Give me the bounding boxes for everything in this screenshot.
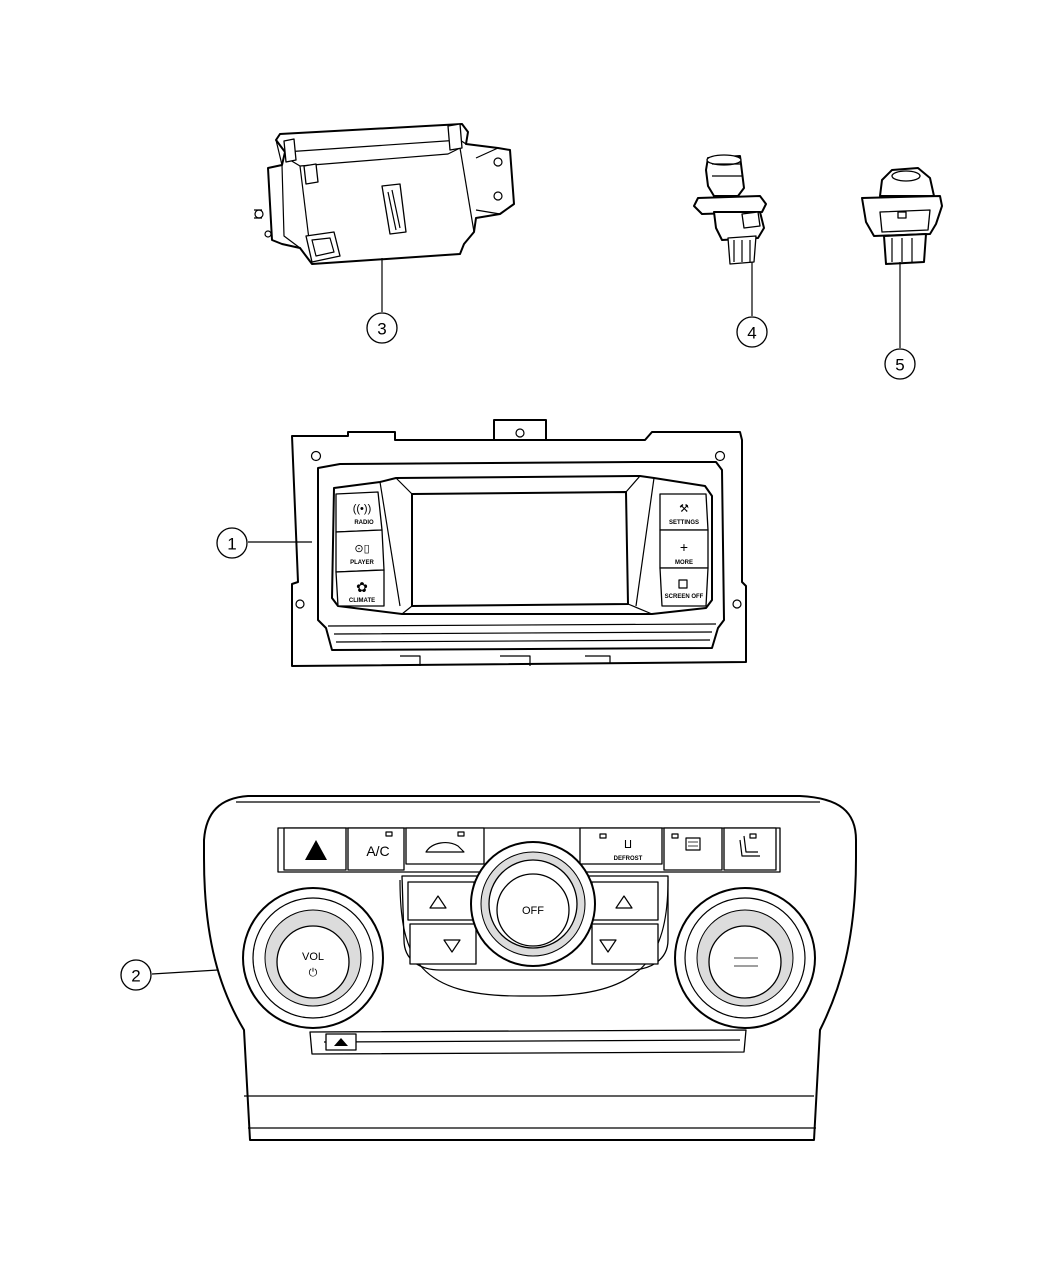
front-defrost-icon: ⵡ (624, 839, 632, 851)
power-icon: ⏻ (309, 967, 318, 979)
right-button-stack: ⚒ SETTINGS + MORE SCREEN OFF (659, 493, 709, 607)
rear-defrost-icon (685, 837, 701, 851)
arrow-up-icon (615, 895, 633, 909)
temp-left-down-button[interactable] (409, 923, 477, 965)
part-5-switch (861, 167, 943, 265)
settings-button-label[interactable]: SETTINGS (669, 520, 699, 526)
part-2-control-panel: A/C ⵡ DEFROST (203, 795, 857, 1141)
more-button-label[interactable]: MORE (675, 560, 693, 566)
fan-icon: ✿ (356, 579, 368, 595)
callout-1: 1 (216, 527, 248, 559)
callout-5: 5 (884, 348, 916, 380)
svg-text:1: 1 (227, 535, 236, 554)
left-button-stack: ((•)) RADIO ⊙▯ PLAYER ✿ CLIMATE (335, 491, 385, 607)
callout-4: 4 (736, 316, 768, 348)
screen-icon (678, 579, 688, 589)
svg-text:DEFROST: DEFROST (614, 856, 643, 862)
part-1-display: ((•)) RADIO ⊙▯ PLAYER ✿ CLIMATE ⚒ SETTIN… (291, 419, 747, 667)
leader-line-2 (151, 969, 219, 975)
svg-text:2: 2 (131, 967, 140, 986)
ac-button[interactable] (347, 827, 405, 871)
cd-slot (309, 1029, 747, 1055)
recirculation-button[interactable] (405, 827, 485, 865)
tune-knob[interactable] (674, 887, 816, 1029)
svg-text:5: 5 (895, 356, 904, 375)
svg-text:4: 4 (747, 324, 756, 343)
wrench-icon: ⚒ (679, 503, 689, 515)
front-defrost-button[interactable] (579, 827, 663, 865)
fan-off-label: OFF (522, 905, 544, 917)
arrow-down-icon (443, 939, 461, 953)
svg-text:3: 3 (377, 320, 386, 339)
climate-button-label[interactable]: CLIMATE (349, 598, 375, 604)
ac-indicator (385, 831, 393, 837)
callout-3: 3 (366, 312, 398, 344)
eject-icon (334, 1038, 348, 1046)
fan-knob[interactable]: OFF (470, 841, 596, 967)
player-button-label[interactable]: PLAYER (350, 560, 374, 566)
arrow-up-icon (429, 895, 447, 909)
rear-defrost-button[interactable] (663, 827, 723, 871)
recirculation-icon (425, 842, 465, 853)
radio-icon: ((•)) (353, 503, 372, 515)
radio-button-label[interactable]: RADIO (354, 520, 374, 526)
callout-2: 2 (120, 959, 152, 991)
temp-right-up-button[interactable] (591, 881, 659, 921)
temp-right-down-button[interactable] (591, 923, 659, 965)
player-icon: ⊙▯ (354, 543, 369, 555)
arrow-down-icon (599, 939, 617, 953)
part-4-sensor (693, 154, 767, 265)
plus-icon: + (680, 539, 688, 555)
volume-knob[interactable]: VOL ⏻ (242, 887, 384, 1029)
part-3-module (254, 123, 515, 265)
vol-label: VOL (302, 951, 324, 963)
ac-label: A/C (366, 843, 389, 859)
hazard-icon (305, 840, 327, 860)
heated-seat-icon (739, 835, 760, 857)
screen-off-button-label[interactable]: SCREEN OFF (665, 594, 704, 600)
